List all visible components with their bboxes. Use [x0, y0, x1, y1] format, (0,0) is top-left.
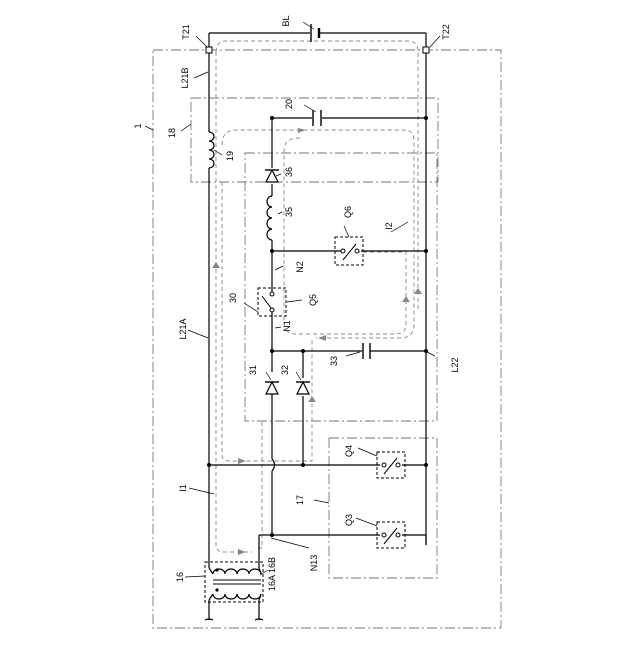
label-q3: Q3	[344, 514, 354, 526]
arrow-left-icon	[318, 335, 326, 341]
diode-31	[265, 382, 279, 394]
label-n1: N1	[282, 320, 292, 332]
label-ref-32: 32	[280, 365, 290, 375]
arrow-down-icon	[212, 262, 220, 268]
label-ref-18: 18	[167, 128, 177, 138]
junction-dots	[207, 116, 428, 537]
arrow-up-icon	[402, 296, 410, 302]
label-t21: T21	[181, 24, 191, 40]
arrow-up-icon	[414, 288, 422, 294]
arrow-up-icon	[308, 396, 316, 402]
label-ref-1: 1	[133, 123, 143, 128]
inductor-19	[209, 132, 214, 168]
label-t22: T22	[441, 24, 451, 40]
block-17-outline	[329, 438, 437, 578]
label-l22: L22	[450, 357, 460, 372]
current-path-outer	[216, 41, 418, 310]
switch-q4	[377, 452, 405, 478]
label-ref-36: 36	[284, 167, 294, 177]
label-l21a: L21A	[178, 318, 188, 339]
label-q4: Q4	[344, 445, 354, 457]
arrow-right-icon	[298, 128, 306, 133]
label-ref-16a-16b: 16A 16B	[267, 557, 277, 591]
block-30-outline	[245, 153, 437, 421]
label-i2: I2	[384, 222, 394, 230]
arrow-right-icon	[238, 549, 246, 555]
switch-q3	[377, 522, 405, 548]
current-path-return	[258, 420, 262, 548]
arrow-right-icon	[238, 458, 246, 464]
label-ref-33: 33	[329, 356, 339, 366]
label-n2: N2	[295, 261, 305, 273]
label-ref-31: 31	[248, 365, 258, 375]
transformer-16	[205, 562, 263, 602]
capacitor-33	[363, 343, 370, 359]
label-q6: Q6	[343, 206, 353, 218]
label-q5: Q5	[308, 294, 318, 306]
block-1-outline	[153, 50, 501, 628]
label-bl: BL	[281, 15, 291, 26]
label-i1: I1	[178, 484, 188, 492]
terminal-t21	[206, 47, 212, 53]
switch-q5	[258, 288, 286, 316]
label-ref-20: 20	[284, 99, 294, 109]
capacitor-20	[313, 110, 321, 126]
label-ref-17: 17	[295, 495, 305, 505]
battery-bl	[311, 24, 319, 42]
current-path-18	[222, 130, 414, 338]
label-ref-19: 19	[225, 151, 235, 161]
current-path-i2	[284, 138, 406, 334]
inductor-35	[267, 196, 272, 240]
label-n13: N13	[309, 555, 319, 572]
block-18-outline	[191, 98, 438, 182]
terminal-t22	[423, 47, 429, 53]
label-l21b: L21B	[180, 67, 190, 88]
label-ref-35: 35	[284, 207, 294, 217]
label-ref-30: 30	[228, 293, 238, 303]
diode-32	[296, 382, 310, 394]
label-ref-16: 16	[175, 572, 185, 582]
